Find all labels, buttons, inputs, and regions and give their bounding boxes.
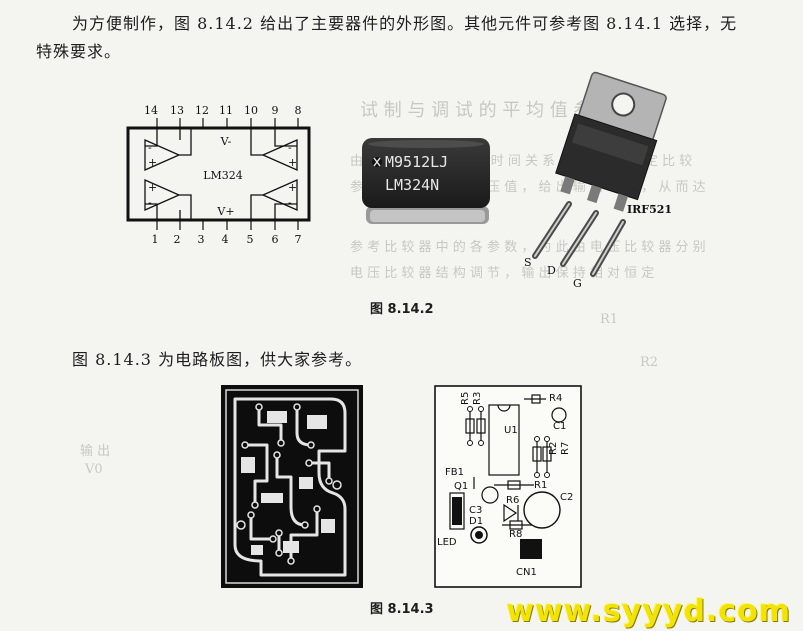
- bleed-text: R2: [640, 355, 659, 370]
- silk-label: R7: [560, 442, 571, 455]
- silk-label: R4: [549, 393, 562, 404]
- svg-text:-: -: [148, 196, 152, 209]
- silk-label: C2: [560, 492, 573, 503]
- site-watermark: www.syyyd.com: [506, 594, 791, 629]
- silk-label: U1: [504, 425, 518, 436]
- bleed-text: V0: [85, 462, 103, 477]
- chip-marking-line1: M9512LJ: [385, 153, 448, 171]
- svg-text:+: +: [148, 156, 157, 169]
- svg-text:-: -: [288, 196, 292, 209]
- pin-label: 6: [272, 233, 279, 246]
- bleed-text: 参 考 比 较 器 中 的 各 参 数 ， 为 此 由 电 压 比 较 器 分 …: [350, 240, 706, 255]
- bleed-text: R1: [600, 312, 619, 327]
- pin-label: 8: [295, 104, 302, 117]
- pin-label: 7: [295, 233, 302, 246]
- vminus-label: V-: [220, 135, 232, 148]
- silk-label: R6: [506, 495, 519, 506]
- silk-label: FB1: [445, 467, 464, 478]
- silk-label: R8: [509, 529, 522, 540]
- silk-label: CN1: [516, 567, 537, 578]
- pin-label: 5: [247, 233, 254, 246]
- svg-text:-: -: [288, 141, 292, 154]
- pin-label: 4: [222, 233, 229, 246]
- svg-text:+: +: [288, 156, 297, 169]
- figure-caption: 图 8.14.3: [370, 602, 434, 617]
- silk-label: R1: [534, 480, 547, 491]
- silk-label: Q1: [454, 481, 468, 492]
- lm324-chip-photo: M9512LJ LM324N: [362, 138, 490, 224]
- silk-label: R3: [472, 392, 483, 405]
- pin-label: 13: [170, 104, 184, 117]
- lm324-label: LM324: [203, 169, 243, 182]
- pin-label: 2: [174, 233, 181, 246]
- pin-label: 3: [198, 233, 205, 246]
- mosfet-pin-s: S: [524, 256, 532, 269]
- paragraph-line: 为方便制作，图 8.14.2 给出了主要器件的外形图。其他元件可参考图 8.14…: [72, 14, 738, 33]
- svg-text:-: -: [148, 141, 152, 154]
- mosfet-pin-g: G: [573, 277, 582, 290]
- silk-label: R2: [548, 442, 559, 455]
- pcb-copper-layout: [221, 385, 363, 588]
- pin-label: 10: [244, 104, 258, 117]
- irf521-mosfet-photo: IRF521 S D G: [524, 71, 672, 290]
- pin-label: 11: [219, 104, 233, 117]
- silk-label: C3: [469, 505, 482, 516]
- lm324-pinout-diagram: - + + - - + + - 14 13 12 11 10 9 8 1 2 3 4 5…: [126, 104, 311, 246]
- pcb-silkscreen-layout: R5 R3 R4 U1 C1 R2 R7 FB1 Q1 R6 R1 C2 C3 …: [434, 385, 582, 588]
- pin-label: 9: [272, 104, 279, 117]
- silk-label: R5: [460, 392, 471, 405]
- silk-label: C1: [553, 421, 566, 432]
- figure-caption: 图 8.14.2: [370, 302, 434, 317]
- silk-label: D1: [469, 516, 483, 527]
- silk-label: LED: [437, 537, 457, 548]
- paragraph-line: 特殊要求。: [36, 42, 122, 61]
- mosfet-pin-d: D: [547, 264, 556, 277]
- vplus-label: V+: [216, 205, 234, 218]
- svg-text:+: +: [288, 181, 297, 194]
- bleed-text: 输 出: [80, 444, 111, 459]
- svg-text:+: +: [148, 181, 157, 194]
- bleed-text: 电 压 比 较 器 结 构 调 节 ， 输 出 保 持 相 对 恒 定: [350, 266, 655, 281]
- pin-label: 14: [144, 104, 158, 117]
- pin-label: 1: [152, 233, 159, 246]
- chip-marking-line2: LM324N: [385, 176, 439, 194]
- paragraph-line: 图 8.14.3 为电路板图，供大家参考。: [72, 350, 363, 369]
- bleed-text: 试 制 与 调 试 的 平 均 值 参 考: [360, 100, 616, 121]
- mosfet-part-label: IRF521: [627, 203, 672, 216]
- pin-label: 12: [195, 104, 209, 117]
